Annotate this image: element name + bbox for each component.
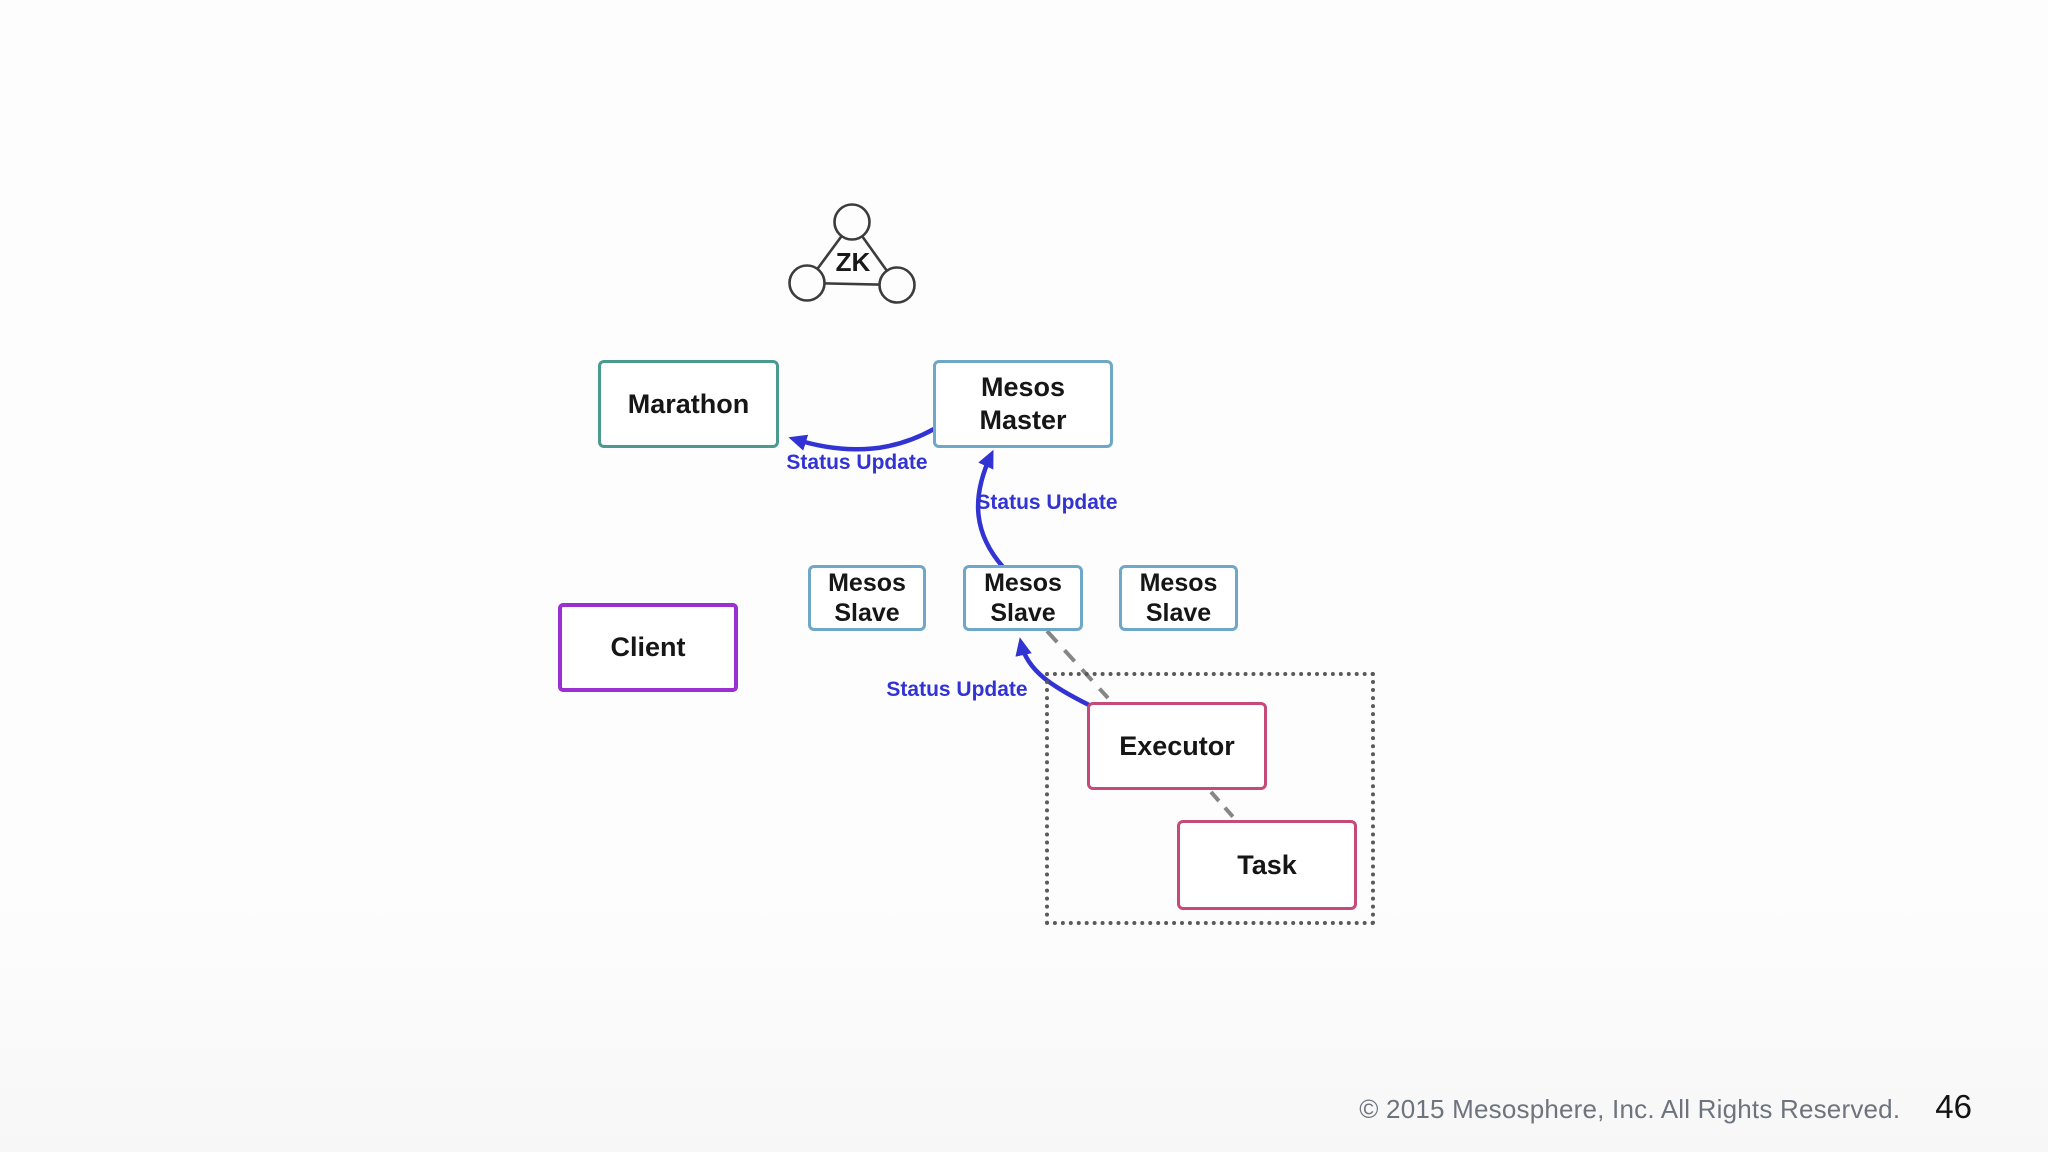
- arrow-master-to-marathon: [788, 427, 936, 452]
- node-mesos-slave-1-label: Mesos Slave: [828, 568, 906, 628]
- node-mesos-master: Mesos Master: [933, 360, 1113, 448]
- node-mesos-slave-3-label: Mesos Slave: [1139, 568, 1218, 628]
- copyright-text: © 2015 Mesosphere, Inc. All Rights Reser…: [1359, 1094, 1901, 1124]
- slide-footer: © 2015 Mesosphere, Inc. All Rights Reser…: [1359, 1088, 1972, 1126]
- zk-label: ZK: [836, 247, 871, 277]
- node-marathon: Marathon: [598, 360, 779, 448]
- executor-task-dotted-container: [1045, 672, 1375, 925]
- node-executor: Executor: [1087, 702, 1267, 790]
- node-client-label: Client: [610, 632, 686, 663]
- node-mesos-slave-2-label: Mesos Slave: [984, 568, 1062, 628]
- node-mesos-slave-2: Mesos Slave: [963, 565, 1083, 631]
- node-task-label: Task: [1237, 849, 1297, 880]
- node-task: Task: [1177, 820, 1357, 910]
- edge-label-slave-to-master: Status Update: [976, 491, 1118, 514]
- node-executor-label: Executor: [1119, 730, 1235, 761]
- node-marathon-label: Marathon: [627, 388, 750, 419]
- page-number: 46: [1935, 1088, 1972, 1125]
- zk-cluster-icon: ZK: [788, 203, 916, 304]
- node-mesos-slave-3: Mesos Slave: [1119, 565, 1238, 631]
- edge-label-executor-to-slave: Status Update: [886, 678, 1028, 701]
- node-mesos-master-label: Mesos Master: [979, 372, 1067, 435]
- node-mesos-slave-1: Mesos Slave: [808, 565, 926, 631]
- edge-label-master-to-marathon: Status Update: [786, 451, 928, 474]
- node-client: Client: [558, 603, 738, 692]
